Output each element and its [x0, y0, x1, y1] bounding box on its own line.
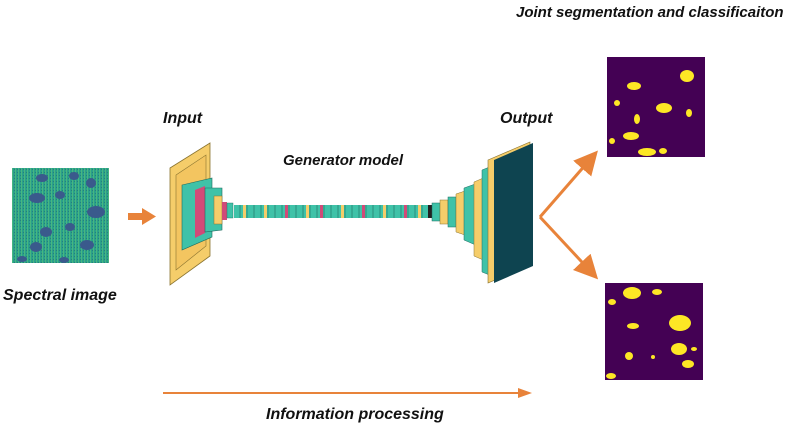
generator-label: Generator model — [283, 152, 404, 169]
spectral-image — [12, 168, 109, 263]
processing-label: Information processing — [266, 406, 444, 423]
branch-arrow-up — [538, 150, 598, 218]
generator-input-block — [169, 142, 234, 286]
generator-output-block — [431, 141, 533, 284]
segmentation-mask-bottom — [605, 283, 703, 380]
segmentation-mask-top — [607, 57, 705, 157]
input-arrow — [128, 208, 156, 225]
branch-arrow-down — [538, 215, 599, 280]
spectral-image-label: Spectral image — [3, 287, 117, 304]
diagram-title: Joint segmentation and classificaiton — [516, 4, 784, 21]
processing-arrow — [163, 388, 532, 398]
generator-bottleneck — [234, 205, 432, 218]
output-label: Output — [500, 110, 553, 127]
input-label: Input — [163, 110, 203, 127]
